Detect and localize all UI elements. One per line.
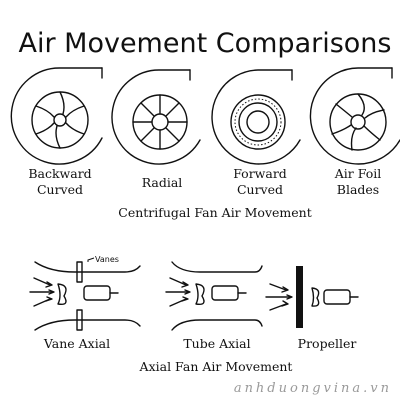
backward-curved-fan-illustration xyxy=(10,67,103,165)
axial-caption: Axial Fan Air Movement xyxy=(139,359,293,374)
propeller-fan-illustration xyxy=(265,266,359,328)
forward-curved-label-line2: Curved xyxy=(237,182,283,197)
radial-label: Radial xyxy=(142,175,183,190)
vane-axial-fan-illustration xyxy=(29,257,141,331)
radial-fan-illustration xyxy=(111,69,201,165)
backward-curved-label-line1: Backward xyxy=(28,166,91,181)
vanes-callout-label: Vanes xyxy=(95,255,119,264)
vane-axial-label: Vane Axial xyxy=(43,336,110,351)
forward-curved-fan-illustration xyxy=(211,69,301,165)
backward-curved-label-line2: Curved xyxy=(37,182,83,197)
tube-axial-label: Tube Axial xyxy=(183,336,250,351)
centrifugal-caption: Centrifugal Fan Air Movement xyxy=(118,205,312,220)
forward-curved-label-line1: Forward xyxy=(233,166,287,181)
tube-axial-fan-illustration xyxy=(165,261,263,331)
air-foil-blades-fan-illustration xyxy=(309,67,400,165)
propeller-label: Propeller xyxy=(298,336,357,351)
watermark: anhduongvina.vn xyxy=(234,381,392,396)
air-foil-label-line2: Blades xyxy=(337,182,379,197)
diagram-title: Air Movement Comparisons xyxy=(19,28,392,59)
air-foil-label-line1: Air Foil xyxy=(334,166,381,181)
